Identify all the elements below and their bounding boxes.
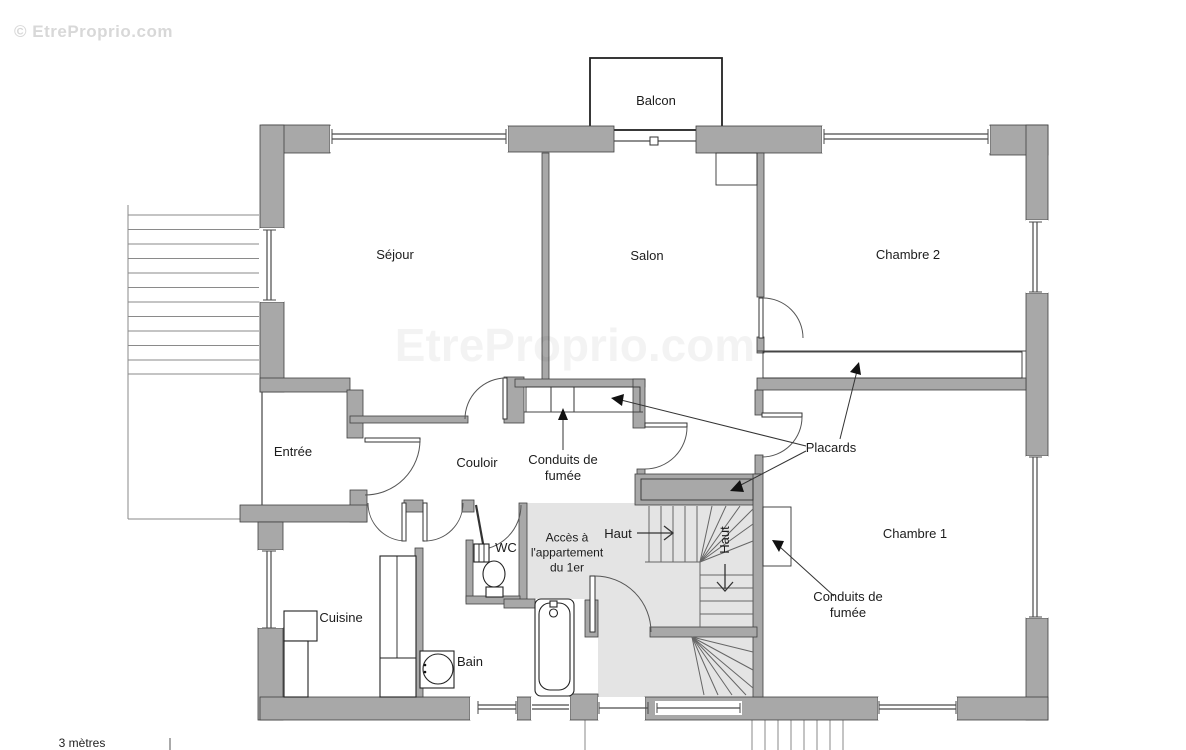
placard-couloir-right <box>573 386 641 413</box>
window-bottom-tub <box>531 697 570 720</box>
window-bottom-lobby <box>598 697 649 720</box>
room-label-chambre1: Chambre 1 <box>882 525 948 541</box>
balcony-door <box>614 136 696 146</box>
leader-conduits-chambre1 <box>772 540 835 597</box>
window-bottom-chambre1 <box>878 697 957 720</box>
windows <box>258 126 1048 720</box>
door-bain <box>422 502 464 542</box>
door-sejour <box>464 377 508 420</box>
leader-placards-couloir <box>611 394 807 447</box>
toilet <box>473 543 506 598</box>
conduit-stipple-square <box>715 152 758 186</box>
door-entree <box>364 437 421 496</box>
room-label-acces: Accès à l'appartement du 1er <box>530 530 604 575</box>
placard-couloir-left <box>525 386 552 413</box>
kitchen-cabinet <box>379 555 417 698</box>
room-label-bain: Bain <box>456 653 484 669</box>
watermark: © EtreProprio.com <box>14 22 173 41</box>
washbasin <box>419 650 455 689</box>
label-haut-side: Haut <box>716 526 732 554</box>
room-label-entree: Entrée <box>273 443 313 459</box>
haut-arrow-main <box>637 525 675 541</box>
window-top-chambre2 <box>822 126 990 153</box>
door-chambre1 <box>761 412 803 458</box>
door-bath-lobby <box>589 575 652 633</box>
door-salon <box>644 422 688 470</box>
placards-and-conduits <box>524 152 1026 567</box>
ghost-watermark: EtreProprio.com <box>395 318 755 372</box>
kitchen-counter <box>283 610 318 698</box>
leader-placards-chambre1 <box>839 362 861 440</box>
exterior-steps-bottom-right <box>584 720 844 750</box>
window-right-chambre2 <box>1026 220 1048 293</box>
window-bottom-bain <box>470 697 517 720</box>
exterior-stairs-top-left <box>127 205 259 520</box>
room-label-chambre2: Chambre 2 <box>875 246 941 262</box>
conduit-couloir-square <box>550 386 575 413</box>
room-label-balcon: Balcon <box>636 92 676 108</box>
walls <box>239 124 1049 721</box>
room-label-cuisine: Cuisine <box>319 609 363 625</box>
label-placards: Placards <box>805 439 857 455</box>
window-left-cuisine <box>258 550 283 629</box>
placard-chambre1-north <box>762 351 1023 379</box>
leader-placards-stairs <box>730 450 807 492</box>
room-label-wc: WC <box>495 539 517 555</box>
fixtures <box>283 543 575 698</box>
window-top-sejour <box>330 126 508 152</box>
haut-arrow-down <box>716 564 734 592</box>
window-left-sejour <box>260 228 284 302</box>
door-cuisine <box>367 502 407 542</box>
scale-label: 3 mètres <box>58 736 106 750</box>
room-label-couloir: Couloir <box>456 454 498 470</box>
label-conduits-couloir: Conduits de fumée <box>528 451 598 483</box>
window-bottom-stairwell <box>655 701 742 715</box>
annotation-leaders <box>558 362 861 597</box>
window-right-chambre1 <box>1026 456 1048 618</box>
leader-conduits-couloir <box>558 408 568 450</box>
placard-stairs <box>640 478 754 501</box>
conduit-chambre1-square <box>762 506 792 567</box>
doors <box>364 297 804 633</box>
label-conduits-chambre: Conduits de fumée <box>813 588 883 620</box>
bathtub <box>534 598 575 697</box>
door-chambre2 <box>758 297 804 339</box>
room-label-salon: Salon <box>630 247 664 263</box>
interior-staircase <box>637 505 754 696</box>
balcony-outline <box>589 57 723 131</box>
room-label-sejour: Séjour <box>376 246 414 262</box>
label-haut-main: Haut <box>604 525 632 541</box>
